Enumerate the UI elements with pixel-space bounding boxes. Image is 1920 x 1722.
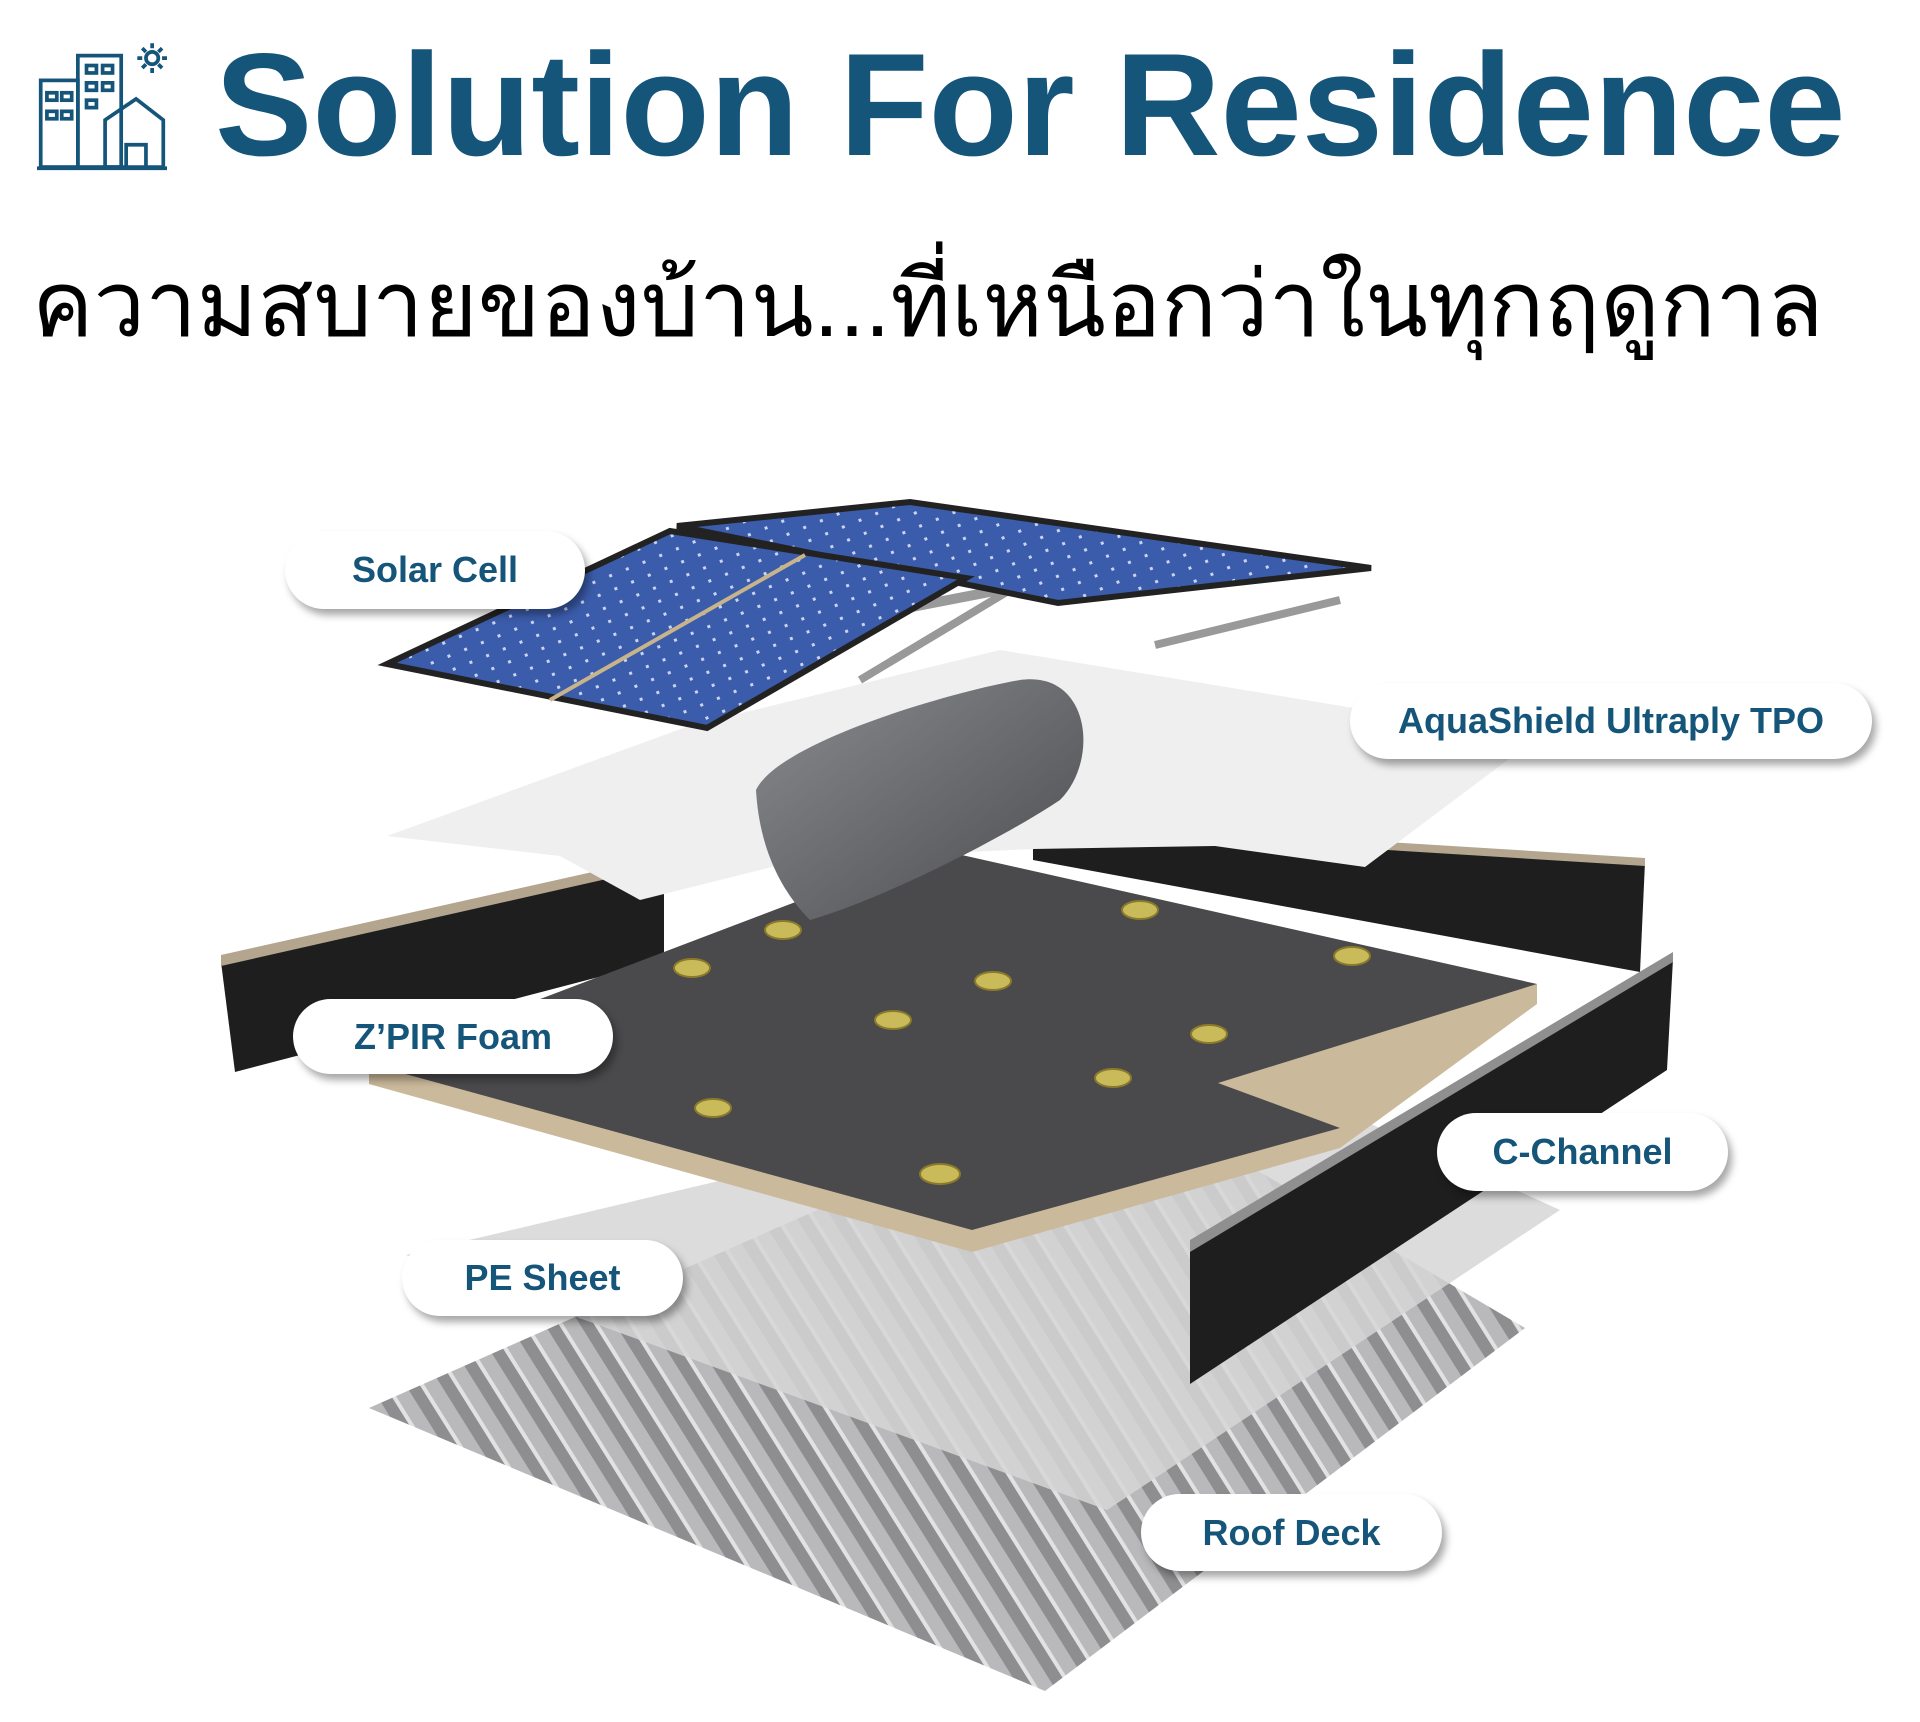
fastener-washers (673, 900, 1371, 1185)
zpir-foam-layer (369, 849, 1537, 1230)
label-text: Roof Deck (1202, 1511, 1381, 1553)
pe-sheet-layer (406, 1060, 1560, 1510)
label-text: Solar Cell (351, 549, 519, 590)
label-text: AquaShield Ultraply TPO (1397, 700, 1825, 741)
label-tpo: AquaShield Ultraply TPO (1350, 683, 1872, 759)
label-text: C-Channel (1492, 1131, 1673, 1172)
label-c-channel: C-Channel (1437, 1113, 1728, 1191)
c-channel-front (1190, 959, 1673, 1384)
label-roof-deck: Roof Deck (1141, 1494, 1442, 1571)
c-channel-back (1033, 824, 1645, 972)
label-text: PE Sheet (464, 1257, 621, 1298)
c-channel-front-flange (1190, 952, 1673, 1252)
panel-seam (549, 553, 806, 702)
label-zpir-foam: Z’PIR Foam (293, 999, 613, 1074)
page-subtitle: ความสบายของบ้าน...ที่เหนือกว่าในทุกฤดูกา… (32, 254, 1824, 356)
label-solar-cell: Solar Cell (285, 531, 585, 609)
tpo-roll (756, 679, 1084, 920)
panel-support-strut (857, 586, 1013, 684)
page-title: Solution For Residence (215, 23, 1846, 186)
buildings-house-sun-icon (37, 43, 167, 171)
label-pe-sheet: PE Sheet (402, 1240, 683, 1316)
label-text: Z’PIR Foam (353, 1015, 553, 1057)
panel-support-strut (1154, 596, 1341, 649)
c-channel-left-flange (221, 856, 664, 966)
